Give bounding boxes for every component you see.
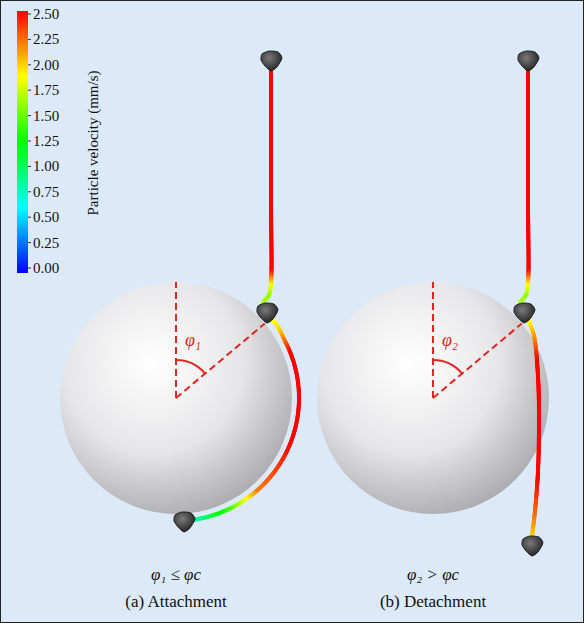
angle-label: φ₂ xyxy=(442,331,458,351)
tick-label: 2.50 xyxy=(33,6,59,23)
angle-line xyxy=(176,323,265,398)
particle xyxy=(174,512,195,532)
tick-label: 2.25 xyxy=(33,31,59,48)
collector-sphere xyxy=(60,282,292,514)
tick-mark xyxy=(28,268,31,269)
particle-trajectory xyxy=(189,319,299,520)
panel-caption: (a) Attachment xyxy=(125,593,227,612)
particle-trajectory xyxy=(520,71,529,307)
tick-mark xyxy=(28,115,31,116)
angle-arc xyxy=(176,360,205,374)
tick-label: 0.00 xyxy=(33,260,59,277)
tick-label: 1.25 xyxy=(33,133,59,150)
tick-label: 1.50 xyxy=(33,107,59,124)
tick-mark xyxy=(28,39,31,40)
tick-label: 1.00 xyxy=(33,158,59,175)
angle-arc xyxy=(433,360,462,374)
angle-line xyxy=(432,282,434,398)
panel-caption: (b) Detachment xyxy=(380,593,486,612)
tick-label: 1.75 xyxy=(33,82,59,99)
condition-label: φ₁ ≤ φc xyxy=(151,566,201,585)
particle xyxy=(261,51,282,71)
tick-label: 0.75 xyxy=(33,184,59,201)
tick-mark xyxy=(28,166,31,167)
tick-mark xyxy=(28,191,31,192)
condition-label: φ₂ > φc xyxy=(407,566,459,585)
tick-label: 0.25 xyxy=(33,234,59,251)
color-bar xyxy=(17,11,28,273)
tick-label: 2.00 xyxy=(33,57,59,74)
tick-mark xyxy=(28,90,31,91)
angle-line xyxy=(175,282,177,398)
tick-mark xyxy=(28,217,31,218)
tick-label: 0.50 xyxy=(33,209,59,226)
angle-label: φ₁ xyxy=(185,331,201,351)
particle-trajectory xyxy=(528,319,539,536)
particle xyxy=(518,51,539,71)
axis-title: Particle velocity (mm/s) xyxy=(85,71,102,216)
angle-line xyxy=(433,323,522,398)
particle-trajectory xyxy=(263,71,272,307)
tick-mark xyxy=(28,141,31,142)
particle xyxy=(522,536,543,556)
tick-mark xyxy=(28,242,31,243)
particle xyxy=(514,303,535,323)
particle xyxy=(257,303,278,323)
collector-sphere xyxy=(317,282,549,514)
tick-mark xyxy=(28,14,31,15)
tick-mark xyxy=(28,64,31,65)
